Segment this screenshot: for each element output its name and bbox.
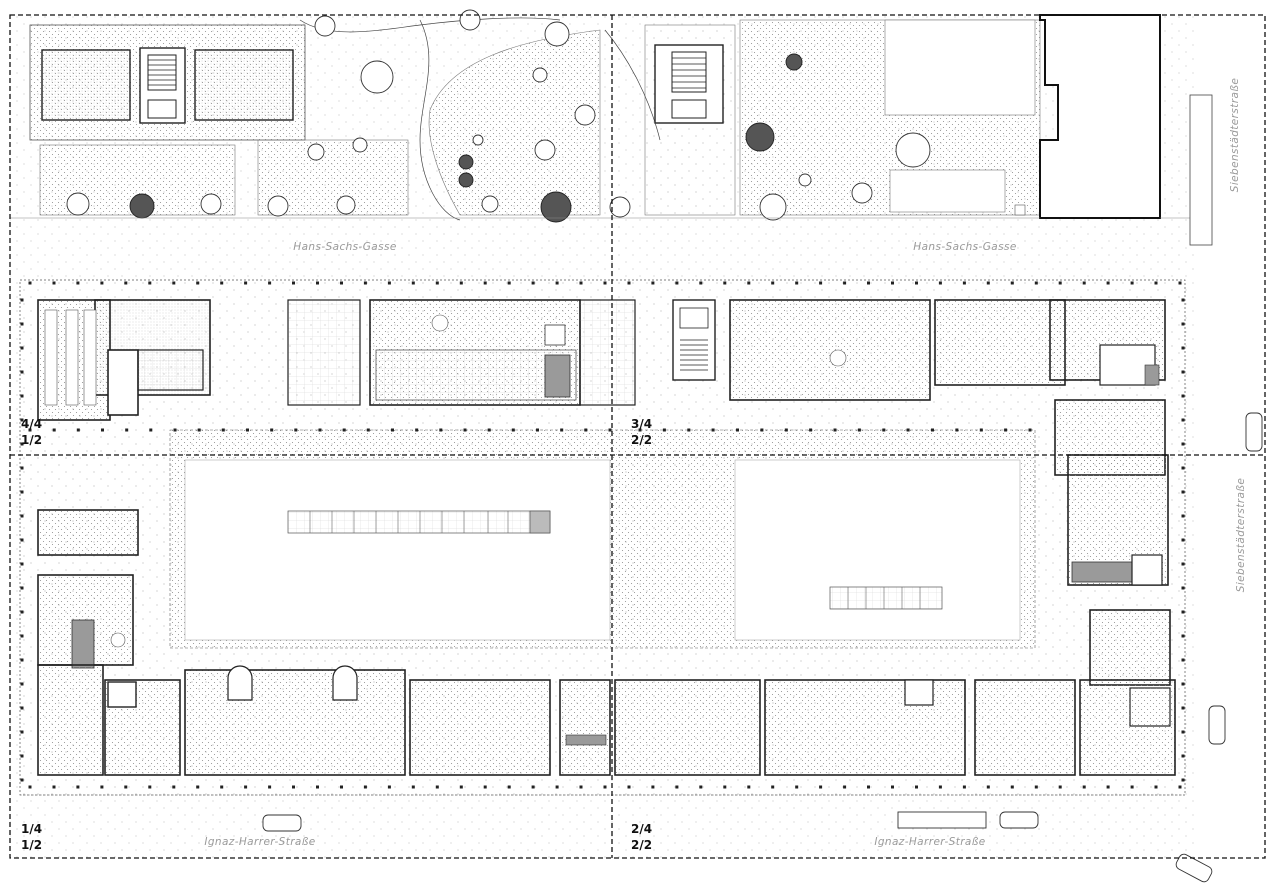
tile-label-bottom-right-2: 2/2 — [631, 838, 652, 852]
tile-label-top-right-1: 3/4 — [631, 417, 652, 431]
street-label-north-left: Hans-Sachs-Gasse — [293, 241, 396, 253]
tree-icon — [66, 9, 931, 223]
stair-icon — [671, 51, 707, 119]
street-label-south-right: Ignaz-Harrer-Straße — [874, 836, 985, 848]
north-wing — [37, 299, 1166, 476]
street-label-north-right: Hans-Sachs-Gasse — [913, 241, 1016, 253]
tile-grid — [9, 14, 1266, 859]
column-grid — [20, 281, 1185, 789]
east-wing — [1067, 454, 1171, 727]
stair-icon — [147, 54, 177, 119]
car-icon — [999, 811, 1039, 829]
north-block — [29, 9, 1161, 223]
street-label-east-upper: Siebenstädterstraße — [1229, 78, 1241, 192]
tile-label-top-right-2: 2/2 — [631, 433, 652, 447]
car-icon — [1175, 853, 1213, 883]
car-icon — [262, 814, 302, 832]
car-icon — [1208, 705, 1226, 745]
tile-label-bottom-left-1: 1/4 — [21, 822, 42, 836]
truck-icon — [1189, 94, 1213, 246]
tram-icon — [897, 811, 987, 829]
street-label-east-lower: Siebenstädterstraße — [1235, 478, 1247, 592]
tile-label-top-left-1: 4/4 — [21, 417, 42, 431]
car-icon — [1245, 412, 1263, 452]
street-label-south-left: Ignaz-Harrer-Straße — [204, 836, 315, 848]
tile-label-bottom-right-1: 2/4 — [631, 822, 652, 836]
tile-label-bottom-left-2: 1/2 — [21, 838, 42, 852]
desk-cluster — [44, 309, 97, 406]
tile-label-top-left-2: 1/2 — [21, 433, 42, 447]
south-wing — [37, 509, 1176, 776]
neighbour-building — [1039, 14, 1161, 219]
bench-row — [287, 510, 943, 610]
